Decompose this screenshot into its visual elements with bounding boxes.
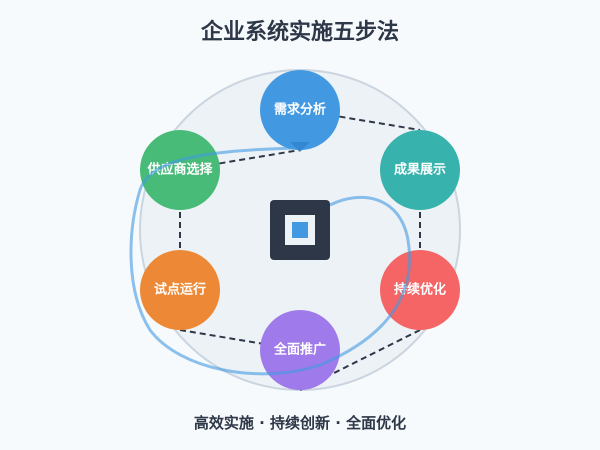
flow-curve [129,146,411,376]
step-node: 需求分析 [260,70,340,150]
step-node: 成果展示 [380,130,460,210]
step-circle [140,130,220,210]
step-node: 全面推广 [260,310,340,390]
square-icon [270,200,330,260]
step-node: 持续优化 [380,250,460,330]
step-circle [380,250,460,330]
step-node: 供应商选择 [140,130,220,210]
step-circle [380,130,460,210]
step-label: 试点运行 [154,282,206,298]
step-circle [260,310,340,390]
step-label: 全面推广 [273,342,326,358]
step-label: 成果展示 [394,162,446,178]
page-title: 企业系统实施五步法 [200,20,399,45]
step-label: 需求分析 [274,102,326,118]
step-circle [140,250,220,330]
footer-tagline: 高效实施 · 持续创新 · 全面优化 [193,414,407,432]
step-circle [260,70,340,150]
arrow-head-icon [290,142,310,152]
step-node: 试点运行 [140,250,220,330]
